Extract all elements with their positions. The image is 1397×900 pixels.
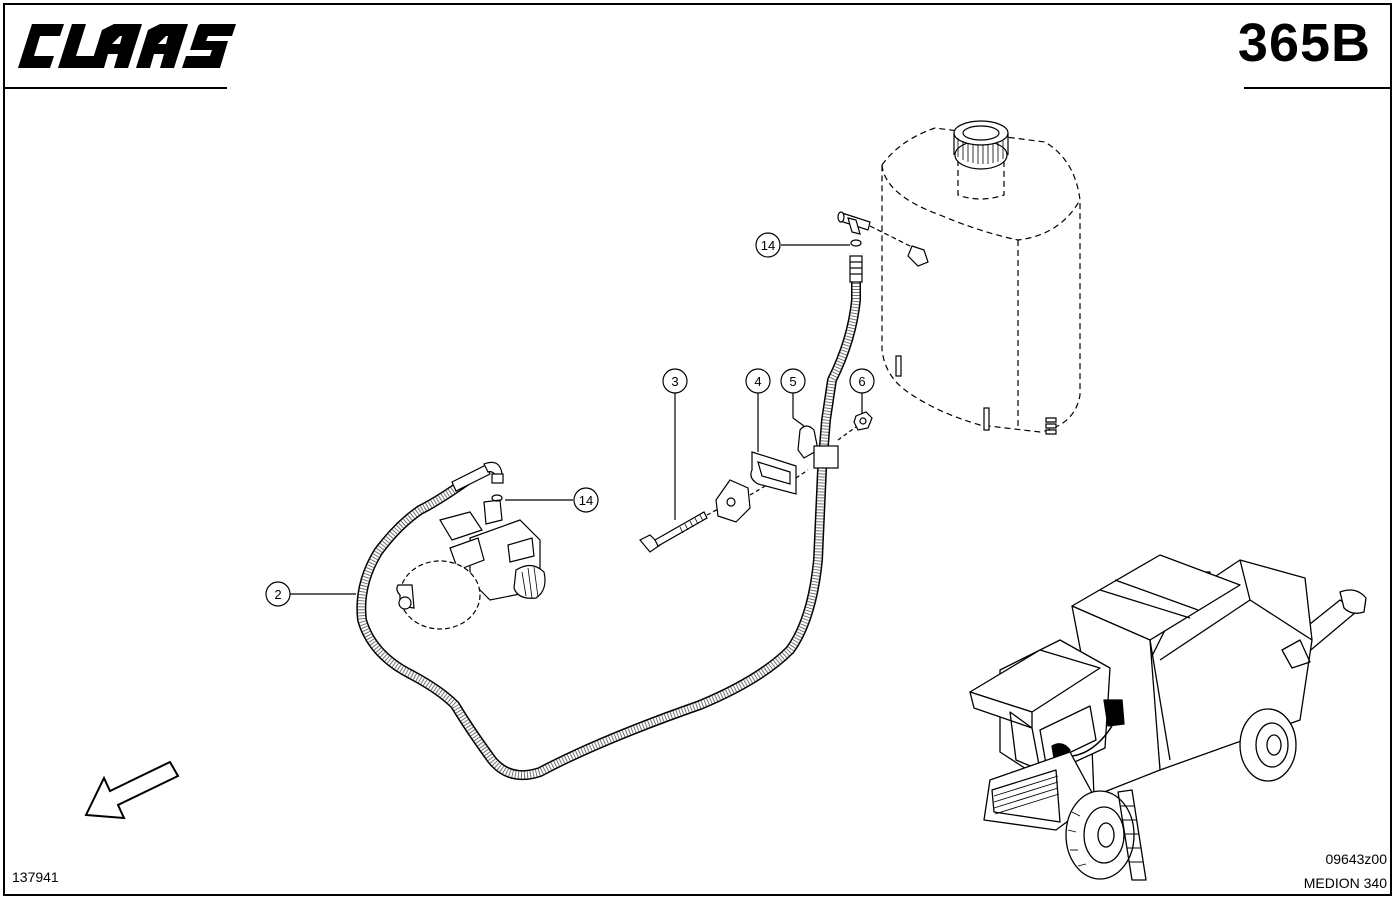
callout-6-label: 6 xyxy=(858,374,865,389)
page-code: 365B xyxy=(1237,13,1371,73)
callout-14-upper[interactable]: 14 xyxy=(755,232,850,258)
hydraulic-hose xyxy=(356,257,861,780)
callout-3[interactable]: 3 xyxy=(662,368,688,520)
callout-6[interactable]: 6 xyxy=(849,368,875,414)
combine-harvester-illustration xyxy=(969,554,1367,881)
callout-5-label: 5 xyxy=(789,374,796,389)
valve-pump-unit xyxy=(396,499,546,630)
callout-14-lower-label: 14 xyxy=(579,493,593,508)
hose-clamp xyxy=(750,451,809,495)
callout-4-label: 4 xyxy=(754,374,761,389)
claas-logo xyxy=(18,24,236,68)
callout-3-label: 3 xyxy=(671,374,678,389)
nut xyxy=(853,411,873,431)
callout-5[interactable]: 5 xyxy=(780,368,806,427)
callout-2-label: 2 xyxy=(274,587,281,602)
callout-14-lower[interactable]: 14 xyxy=(505,487,599,513)
document-id: 137941 xyxy=(12,869,59,885)
reservoir-tank xyxy=(881,127,1081,433)
tank-fittings xyxy=(895,355,1057,435)
reference-code: 09643z00 xyxy=(1325,851,1387,867)
model-name: MEDION 340 xyxy=(1303,875,1387,891)
callout-14-upper-label: 14 xyxy=(761,238,775,253)
tank-filler-cap xyxy=(953,120,1009,170)
o-ring-lower xyxy=(491,494,503,502)
hose-end-lower xyxy=(451,461,504,492)
logo-underline xyxy=(5,87,227,89)
t-fitting xyxy=(837,211,929,267)
arrow-down-left-icon xyxy=(84,760,180,820)
page-code-underline xyxy=(1244,87,1390,89)
callout-2[interactable]: 2 xyxy=(265,581,356,607)
hose-end-upper xyxy=(849,255,863,283)
callout-4[interactable]: 4 xyxy=(745,368,771,452)
page-frame xyxy=(3,3,1392,896)
bolt xyxy=(639,507,721,553)
clamp-plate xyxy=(715,479,773,523)
